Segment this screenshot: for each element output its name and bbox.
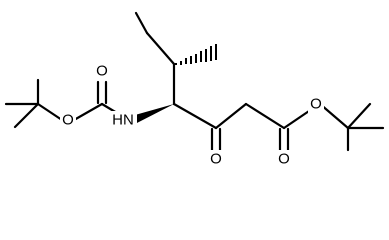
bond-o-cq [318,102,350,130]
atom-labels: O O HN O O O [60,62,324,168]
bond-carbonyl-o [282,107,314,130]
boc-carbamate [4,78,124,129]
ketone-carbonyl [210,127,222,152]
bond-carbamate-o [72,102,104,122]
bond-o-cq [36,102,64,122]
backbone [172,62,286,130]
chemical-structure: O O HN O O O [4,11,385,168]
methyl-hashed-wedge [175,44,217,65]
bond-c2-c1 [214,102,248,130]
bond-cq-me-up [346,102,372,130]
bond-cq-me-down [13,102,40,129]
boc-ester-oxygen-label: O [62,112,74,129]
bond-c3-c2 [172,102,218,130]
ethyl-group [134,11,176,66]
tbu-ester-oxygen-label: O [310,96,322,113]
amide-nitrogen-label: HN [112,112,134,129]
bond-ch3-ch2 [134,11,149,35]
nitrogen-solid-wedge [133,104,174,125]
tert-butyl-ester [278,102,385,152]
bond-c1-c0 [244,102,286,130]
ketone-oxygen-label: O [210,151,222,168]
ester-carbonyl-oxygen-label: O [278,151,290,168]
bond-ch2-ch [145,31,176,66]
boc-carbonyl-oxygen-label: O [96,63,108,80]
